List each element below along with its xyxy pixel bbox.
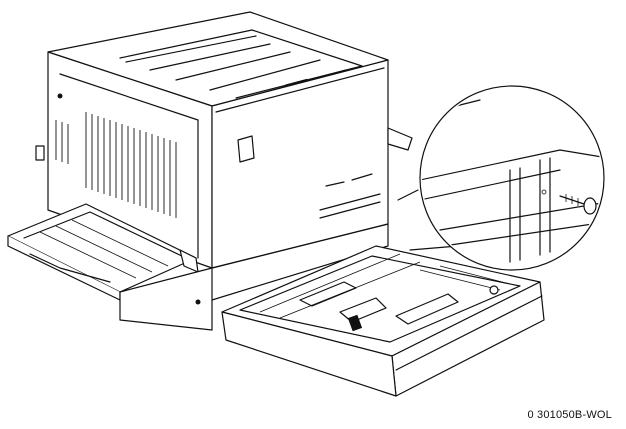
callout-circle [419, 85, 605, 271]
power-switch [35, 145, 45, 161]
output-tray [387, 127, 413, 151]
thumb-screw-icon [559, 194, 597, 215]
tray-width-guide [339, 297, 387, 323]
front-door-latch [237, 135, 255, 163]
detail-callout [397, 85, 605, 271]
vent-grille [55, 112, 177, 218]
bypass-tray [7, 203, 199, 301]
lower-cabinet [119, 223, 389, 331]
printer-front [211, 59, 389, 269]
paper-tray [221, 245, 545, 397]
figure-code-label: 0 301050B-WOL [527, 409, 612, 421]
